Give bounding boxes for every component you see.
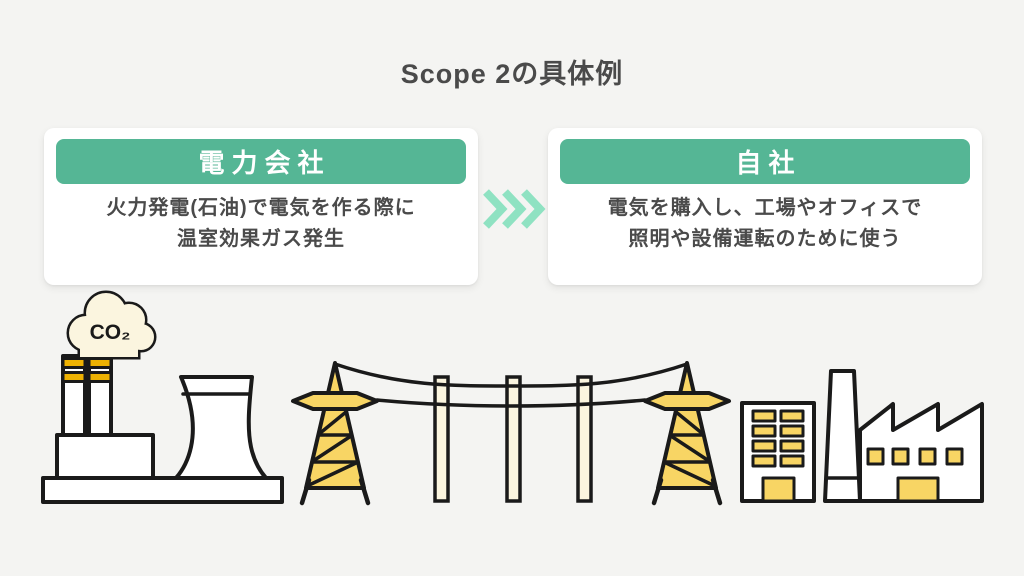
card-own-company-body: 電気を購入し、工場やオフィスで 照明や設備運転のために使う [548, 193, 982, 255]
factory [823, 369, 984, 503]
card-own-company-header: 自社 [560, 139, 970, 184]
utility-poles [433, 375, 593, 503]
smokestacks [61, 354, 113, 438]
co2-label: CO₂ [90, 321, 131, 344]
body-line: 火力発電(石油)で電気を作る際に [106, 197, 416, 219]
office-building [740, 401, 816, 503]
card-power-company-body: 火力発電(石油)で電気を作る際に 温室効果ガス発生 [44, 193, 478, 255]
power-plant: CO₂ [41, 290, 284, 504]
page-title: Scope 2の具体例 [400, 59, 624, 89]
ground-platform [41, 476, 284, 504]
office-door [761, 476, 796, 503]
body-line: 電気を購入し、工場やオフィスで [607, 197, 923, 219]
body-line: 温室効果ガス発生 [177, 228, 345, 250]
transmission-tower-left [293, 363, 377, 503]
factory-chimney [823, 369, 862, 503]
transmission-tower-right [645, 363, 729, 503]
body-line: 照明や設備運転のために使う [628, 228, 902, 250]
chevron-right-icon [483, 189, 546, 229]
factory-door [896, 476, 940, 503]
power-plant-building [55, 433, 155, 480]
card-own-company: 自社 電気を購入し、工場やオフィスで 照明や設備運転のために使う [548, 128, 982, 285]
power-lines [333, 362, 689, 408]
cooling-tower [174, 375, 268, 480]
card-power-company-header: 電力会社 [56, 139, 466, 184]
co2-cloud: CO₂ [66, 290, 157, 360]
card-power-company: 電力会社 火力発電(石油)で電気を作る際に 温室効果ガス発生 [44, 128, 478, 285]
